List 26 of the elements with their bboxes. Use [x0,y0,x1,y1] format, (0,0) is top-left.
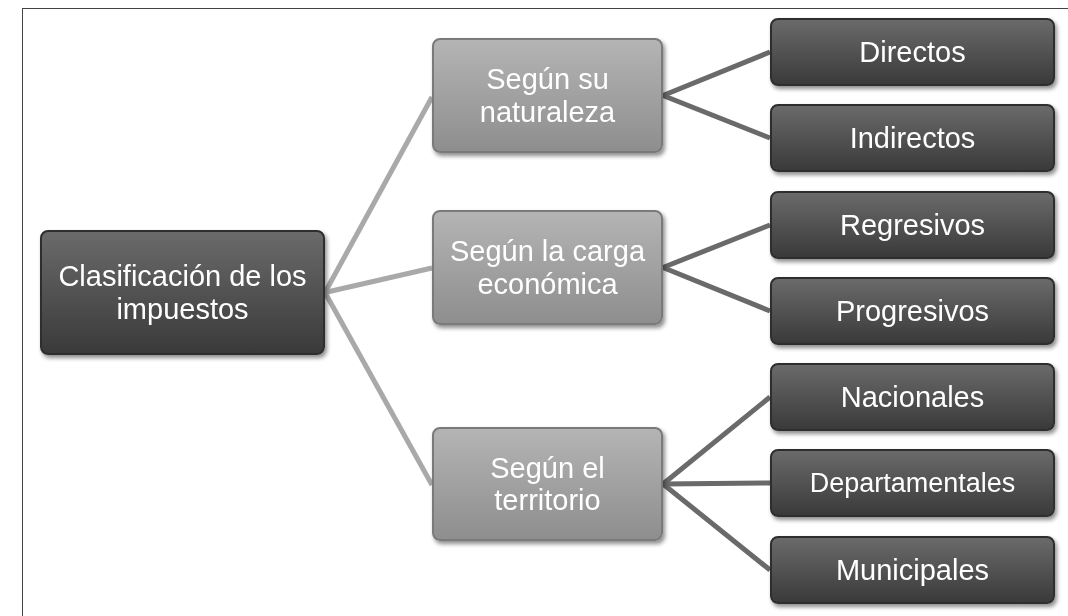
category-box [40,230,325,355]
connector-line [662,265,771,314]
category-box [770,277,1055,345]
box-label: Departamentales [808,467,1017,499]
box-label: Directos [858,35,967,69]
subcategory-box [432,427,663,541]
connector-line [662,222,771,270]
box-label: Clasificación de los impuestos [57,260,308,325]
subcategory-box [432,210,663,325]
category-box [770,536,1055,604]
category-box [770,18,1055,86]
box-label: Nacionales [839,380,986,414]
box-label: Indirectos [848,121,977,155]
box-label: Según su naturaleza [478,63,617,128]
box-label: Progresivos [834,294,991,328]
category-box [770,104,1055,172]
category-box [770,363,1055,431]
connector-line [662,93,771,141]
category-box [770,449,1055,517]
connector-line [662,49,771,98]
category-box [770,191,1055,259]
box-label: Municipales [834,553,991,587]
subcategory-box [432,38,663,153]
box-label: Según la carga económica [448,235,647,300]
box-label: Según el territorio [489,451,606,517]
box-label: Regresivos [838,208,987,242]
